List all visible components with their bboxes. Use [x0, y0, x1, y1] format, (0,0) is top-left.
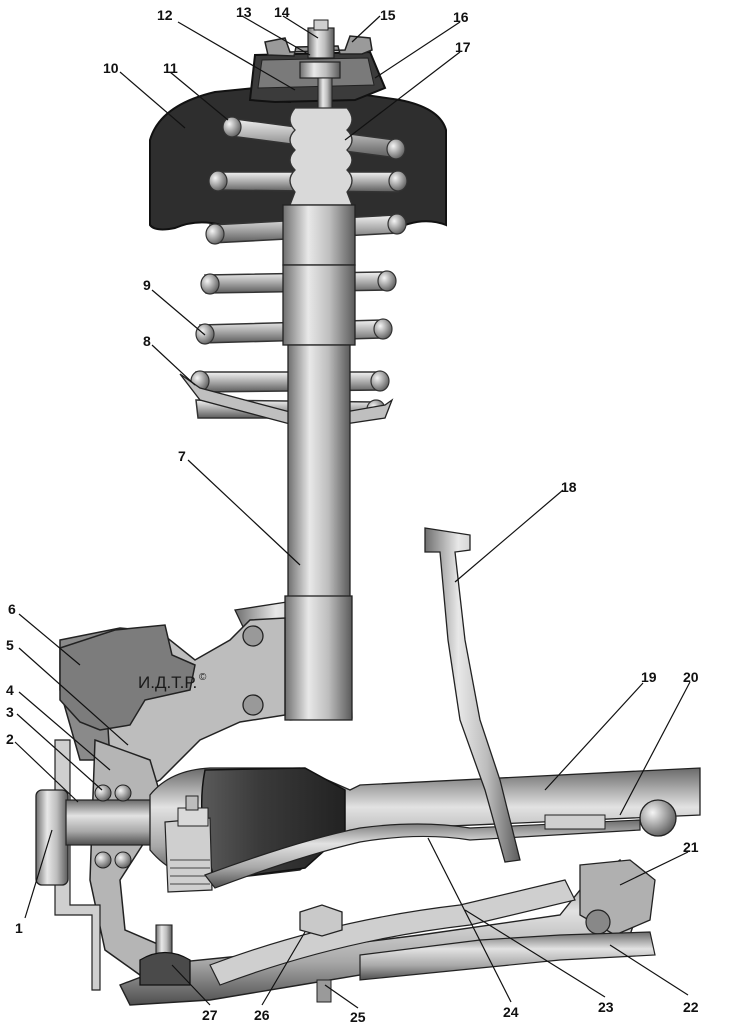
callout-2: 2 — [6, 731, 14, 747]
callout-15: 15 — [380, 7, 396, 23]
callout-10: 10 — [103, 60, 119, 76]
callout-5: 5 — [6, 637, 14, 653]
callout-9: 9 — [143, 277, 151, 293]
callout-24: 24 — [503, 1004, 519, 1020]
callout-26: 26 — [254, 1007, 270, 1023]
brake-caliper — [59, 624, 196, 731]
body-bracket — [424, 527, 521, 863]
watermark-mark: © — [199, 672, 207, 683]
stabilizer-ball-joint — [639, 799, 677, 837]
callout-20: 20 — [683, 669, 699, 685]
callout-21: 21 — [683, 839, 699, 855]
lower-spring-seat — [179, 373, 394, 425]
callout-11: 11 — [163, 60, 178, 76]
callout-19: 19 — [641, 669, 657, 685]
watermark-text: И.Д.Т.Р. — [138, 673, 197, 692]
watermark: И.Д.Т.Р. © — [138, 672, 207, 692]
tie-rod-end — [544, 814, 606, 830]
shock-absorber — [234, 77, 356, 721]
callout-1: 1 — [15, 920, 23, 936]
callout-16: 16 — [453, 9, 469, 25]
callout-18: 18 — [561, 479, 577, 495]
callout-8: 8 — [143, 333, 151, 349]
callout-23: 23 — [598, 999, 614, 1015]
callout-13: 13 — [236, 4, 252, 20]
top-nut-assembly — [264, 19, 373, 79]
callout-27: 27 — [202, 1007, 218, 1023]
lower-control-arm — [119, 858, 656, 1006]
callout-3: 3 — [6, 704, 14, 720]
callout-22: 22 — [683, 999, 699, 1015]
callout-7: 7 — [178, 448, 186, 464]
callout-leaders — [14, 15, 691, 1009]
callout-4: 4 — [6, 682, 14, 698]
callout-6: 6 — [8, 601, 16, 617]
ball-joint — [139, 924, 191, 986]
callout-12: 12 — [157, 7, 173, 23]
callout-17: 17 — [455, 39, 471, 55]
callout-numbers: 1 2 3 4 5 6 7 8 9 10 11 12 13 14 15 16 1… — [6, 4, 699, 1025]
callout-25: 25 — [350, 1009, 366, 1025]
callout-14: 14 — [274, 4, 290, 20]
arm-bolt — [299, 904, 343, 1003]
